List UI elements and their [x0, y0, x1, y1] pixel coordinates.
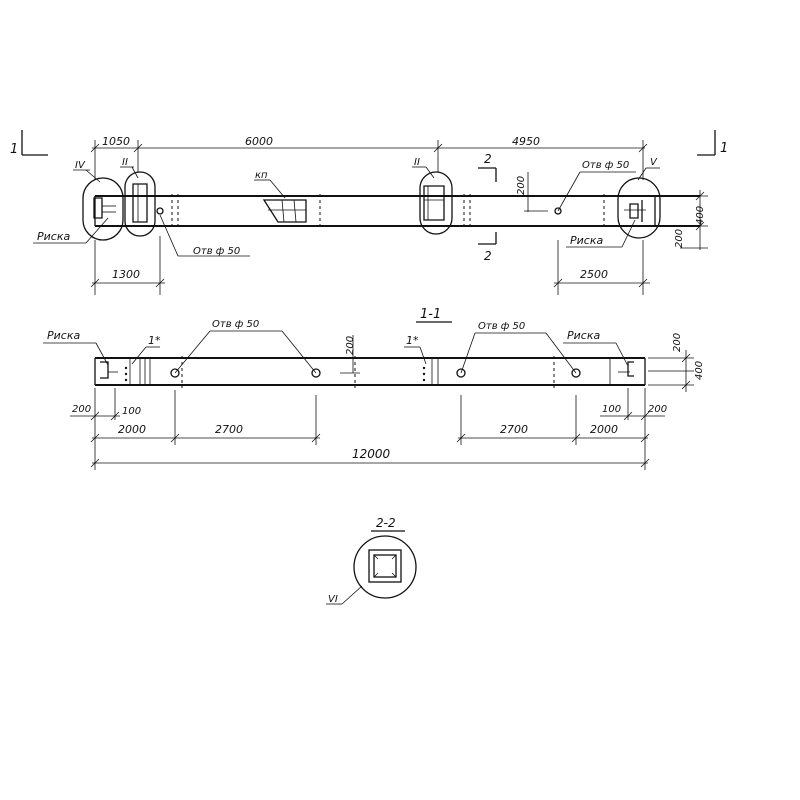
dim-6000: 6000: [245, 135, 273, 148]
node-label-v: V: [650, 157, 658, 168]
section-mark-left: 1: [10, 130, 48, 157]
dim-200-right: 200: [674, 229, 685, 248]
dim-2700-l: 2700: [215, 423, 243, 436]
top-dimension-line: 1050 6000 4950: [90, 135, 648, 180]
plan-node-middle: [419, 171, 453, 235]
plan-hole-right: 200 Отв ф 50: [516, 160, 636, 215]
elevation-title: 1-1: [420, 307, 441, 322]
dim-2000-r: 2000: [590, 423, 618, 436]
section-mark-left-label: 1: [10, 142, 18, 157]
hole-label-left: Отв ф 50: [193, 246, 240, 257]
kp-bracing: кп: [254, 170, 307, 223]
elevation-holes: [170, 368, 581, 378]
elevation-leaders: Риска 1* Отв ф 50 1* Отв ф 50 Риска: [43, 319, 629, 374]
hole-label-elev-left: Отв ф 50: [212, 319, 259, 330]
risk-label-right: Риска: [570, 234, 603, 247]
section-2-2-title: 2-2: [376, 516, 396, 530]
plan-leaders: Риска Отв ф 50 Риска: [33, 214, 636, 257]
elevation-horizontal-dims: 200 100 100 200 2000 2700 2700 2000 1200…: [70, 388, 667, 470]
dim-400-right: 400: [695, 206, 706, 225]
elevation-vertical-dims: 200 200 400: [340, 333, 705, 392]
section-2-marks: 2 2: [478, 152, 497, 263]
plan-bottom-dims: 1300 2500: [90, 236, 650, 295]
hole-label-elev-right: Отв ф 50: [478, 321, 525, 332]
risk-label-left: Риска: [37, 230, 70, 243]
risk-label-elev: Риска: [47, 329, 80, 342]
plan-node-left: [82, 171, 164, 241]
plan-view: 1 1 1050 6000 4950 IV II: [10, 130, 728, 295]
dim-200-l: 200: [72, 404, 91, 415]
dim-2500: 2500: [580, 268, 608, 281]
node-labels: IV II II V: [73, 157, 660, 183]
node-label-iv: IV: [75, 160, 86, 171]
dim-400-elev-right: 400: [694, 361, 705, 380]
node-label-ii-left: II: [122, 157, 128, 168]
node-label-vi: VI: [328, 594, 338, 605]
section-mark-right: 1: [697, 130, 728, 156]
dim-4950: 4950: [512, 135, 540, 148]
hole-label-right: Отв ф 50: [582, 160, 629, 171]
section-2-2: 2-2 VI: [326, 516, 417, 605]
dim-100-l: 100: [122, 406, 141, 417]
dim-1050: 1050: [102, 135, 130, 148]
dim-200-mid: 200: [345, 336, 356, 355]
dim-100-r: 100: [602, 404, 621, 415]
node-label-ii-right: II: [414, 157, 420, 168]
section-mark-right-label: 1: [720, 141, 728, 156]
dim-2700-r: 2700: [500, 423, 528, 436]
elevation-ends: [100, 361, 634, 382]
section-2-top-label: 2: [484, 152, 492, 166]
star-right: 1*: [406, 334, 419, 347]
dim-2000-l: 2000: [118, 423, 146, 436]
dim-1300: 1300: [112, 268, 140, 281]
elevation-view: 1-1: [43, 307, 705, 470]
star-left: 1*: [148, 334, 161, 347]
dim-200-r: 200: [648, 404, 667, 415]
plan-node-right: [617, 177, 661, 239]
plan-right-dims: 400 200: [660, 190, 708, 250]
dim-200-elev-right: 200: [672, 333, 683, 352]
risk-label-elev-right: Риска: [567, 329, 600, 342]
elevation-beam: [94, 356, 646, 388]
plan-beam: [94, 194, 700, 228]
section-2-bottom-label: 2: [484, 249, 492, 263]
kp-label: кп: [255, 170, 268, 181]
dim-200-vert: 200: [516, 176, 527, 195]
dim-12000: 12000: [352, 447, 391, 461]
